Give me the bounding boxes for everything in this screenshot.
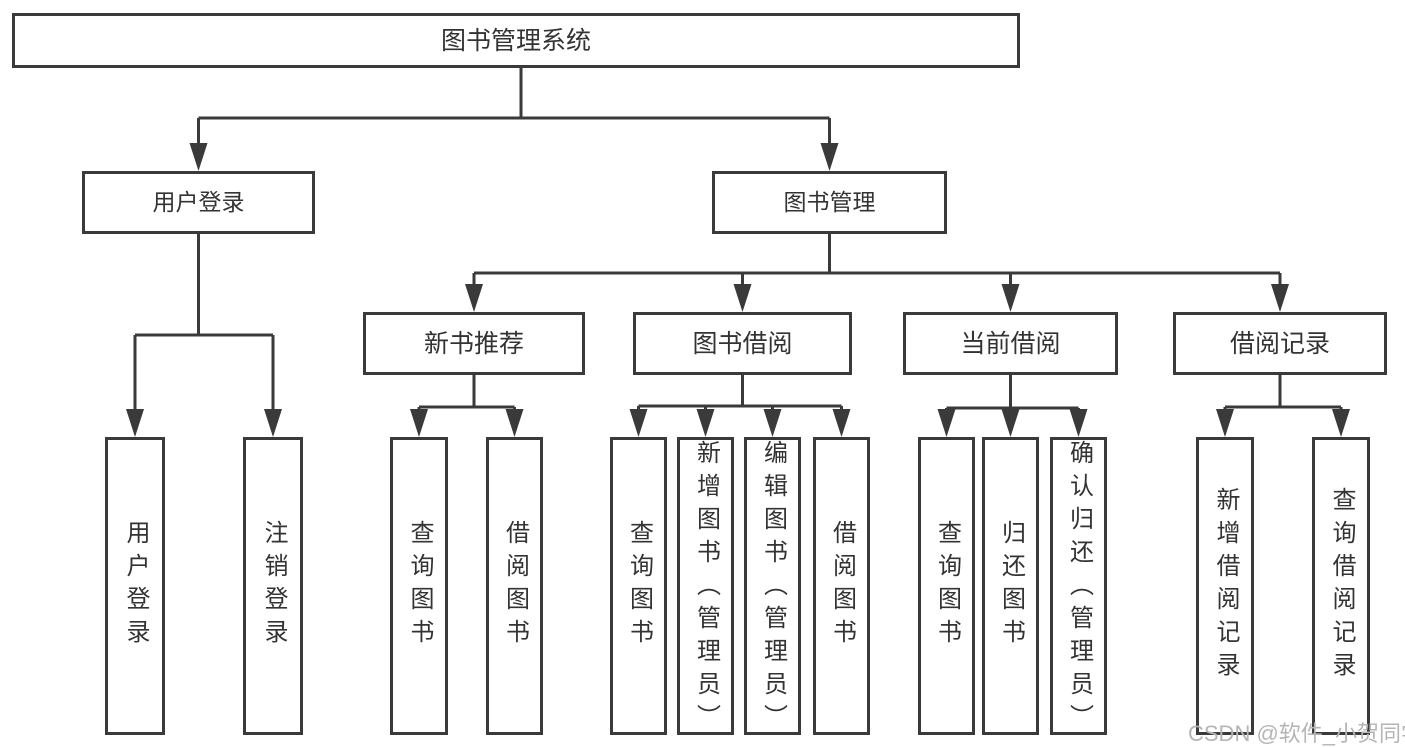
node-user-login-label: 用户登录 <box>152 188 245 215</box>
leaf-borrow-edit-admin-label: 编辑图书（管理员） <box>759 440 787 737</box>
leaf-borrow-borrow-label: 借阅图书 <box>828 520 856 652</box>
leaf-newbooks-query-label: 查询图书 <box>406 520 433 652</box>
leaf-logout: 注销登录 <box>243 437 303 735</box>
connector-user-login-children <box>126 234 282 437</box>
leaf-logout-label: 注销登录 <box>260 520 287 652</box>
leaf-current-query: 查询图书 <box>918 437 975 735</box>
leaf-current-confirm-admin-label: 确认归还（管理员） <box>1065 440 1093 737</box>
leaf-newbooks-borrow: 借阅图书 <box>486 437 543 735</box>
node-book-mgmt: 图书管理 <box>712 171 947 234</box>
leaf-borrow-query: 查询图书 <box>610 437 667 735</box>
node-current-borrow: 当前借阅 <box>903 312 1118 375</box>
node-borrow-records-label: 借阅记录 <box>1229 329 1330 358</box>
node-current-borrow-label: 当前借阅 <box>960 329 1061 358</box>
node-borrow-records: 借阅记录 <box>1173 312 1387 375</box>
leaf-borrow-add-admin: 新增图书（管理员） <box>677 437 734 737</box>
connector-book-borrow-children <box>629 375 851 437</box>
leaf-borrow-add-admin-label: 新增图书（管理员） <box>692 440 720 737</box>
leaf-user-login: 用户登录 <box>105 437 165 735</box>
leaf-current-query-label: 查询图书 <box>933 520 961 652</box>
node-root-label: 图书管理系统 <box>440 26 591 55</box>
node-new-books-label: 新书推荐 <box>423 329 524 358</box>
leaf-newbooks-borrow-label: 借阅图书 <box>501 520 529 652</box>
csdn-watermark: CSDN @软件_小贺同学 <box>1188 721 1405 746</box>
connector-borrow-records-children <box>1216 375 1350 437</box>
leaf-current-confirm-admin: 确认归还（管理员） <box>1050 437 1107 737</box>
leaf-current-return-label: 归还图书 <box>997 520 1025 652</box>
leaf-records-query-label: 查询借阅记录 <box>1328 487 1355 685</box>
leaf-records-add: 新增借阅记录 <box>1196 437 1254 735</box>
leaf-records-add-label: 新增借阅记录 <box>1212 487 1239 685</box>
leaf-borrow-edit-admin: 编辑图书（管理员） <box>744 437 801 737</box>
leaf-borrow-query-label: 查询图书 <box>625 520 653 652</box>
connector-current-borrow-children <box>937 375 1088 437</box>
node-root: 图书管理系统 <box>12 13 1020 68</box>
connector-new-books-children <box>410 375 524 437</box>
leaf-newbooks-query: 查询图书 <box>390 437 448 735</box>
leaf-records-query: 查询借阅记录 <box>1312 437 1370 735</box>
node-user-login: 用户登录 <box>82 171 315 234</box>
connector-root-to-level2 <box>189 68 839 171</box>
connector-book-mgmt-to-level3 <box>465 234 1289 312</box>
leaf-current-return: 归还图书 <box>982 437 1039 735</box>
leaf-borrow-borrow: 借阅图书 <box>813 437 870 735</box>
node-book-borrow-label: 图书借阅 <box>692 329 793 358</box>
node-book-borrow: 图书借阅 <box>633 312 852 375</box>
leaf-user-login-label: 用户登录 <box>122 520 149 652</box>
node-new-books: 新书推荐 <box>363 312 585 375</box>
node-book-mgmt-label: 图书管理 <box>783 188 876 215</box>
